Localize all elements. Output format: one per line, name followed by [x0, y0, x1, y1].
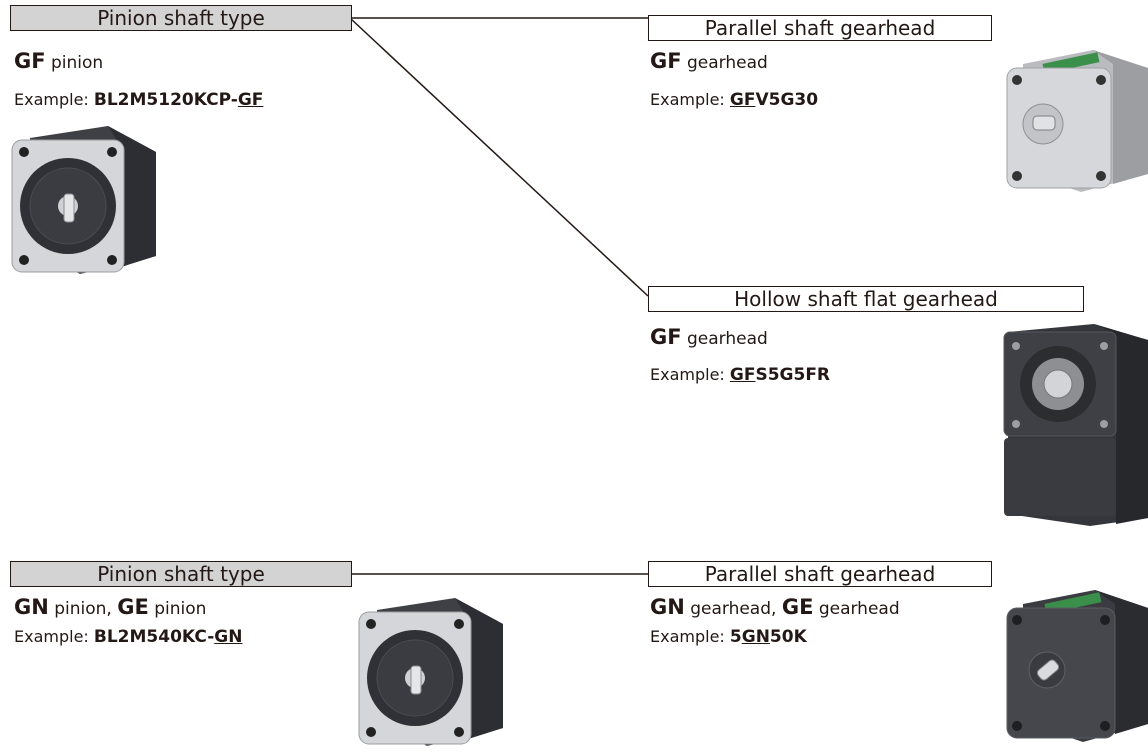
type-suffix: pinion [45, 53, 104, 73]
parallel-gearhead-gn-image [1006, 590, 1148, 742]
hollow-shaft-flat-gearhead-gf-title: Hollow shaft flat gearhead [648, 286, 1084, 312]
gearhead-example-gn: Example: 5GN50K [650, 627, 807, 647]
example-code-underlined: GN [214, 627, 243, 647]
motor-gn-image [358, 598, 503, 746]
type-code: GF [14, 49, 46, 73]
type-code-ge: GE [117, 595, 149, 619]
parallel-shaft-gearhead-gn-title: Parallel shaft gearhead [648, 561, 992, 587]
parallel-gearhead-gf-image [1006, 50, 1148, 192]
example-code-underlined: GF [729, 90, 756, 110]
example-code-pre: BL2M540KC- [93, 627, 215, 647]
example-code-underlined: GF [237, 90, 264, 110]
type-suffix: gearhead [681, 53, 768, 73]
pinion-example-gn: Example: BL2M540KC-GN [14, 627, 242, 647]
type-code-gn: GN [650, 595, 685, 619]
gearhead-type-gn-ge: GN gearhead, GE gearhead [650, 595, 900, 620]
example-code-underlined: GN [741, 627, 770, 647]
gearhead-example-gf-hollow: Example: GFS5G5FR [650, 365, 830, 385]
connector-to-hollow-gf [349, 17, 649, 297]
pinion-type-gf: GF pinion [14, 49, 104, 74]
example-code-pre: 5 [729, 627, 742, 647]
type-code-ge: GE [781, 595, 814, 619]
gearhead-type-gf-hollow: GF gearhead [650, 325, 768, 350]
example-label: Example: [650, 365, 730, 384]
type-code: GF [650, 325, 682, 349]
parallel-shaft-gearhead-gf-title: Parallel shaft gearhead [648, 15, 992, 41]
pinion-type-gn-ge: GN pinion, GE pinion [14, 595, 207, 620]
type-suffix-gn: gearhead, [684, 599, 782, 619]
pinion-example-gf: Example: BL2M5120KCP-GF [14, 90, 263, 110]
example-label: Example: [14, 90, 94, 109]
hollow-gearhead-gf-image [1003, 324, 1148, 526]
example-code-post: V5G30 [755, 90, 819, 110]
type-suffix-ge: pinion [148, 599, 207, 619]
type-suffix-gn: pinion, [48, 599, 118, 619]
example-label: Example: [14, 627, 94, 646]
type-suffix-ge: gearhead [813, 599, 900, 619]
motor-gf-image [11, 126, 156, 274]
example-code-post: S5G5FR [755, 365, 831, 385]
example-code-pre: BL2M5120KCP- [93, 90, 238, 110]
example-code-post: 50K [769, 627, 807, 647]
pinion-shaft-type-gf-title: Pinion shaft type [10, 5, 352, 31]
example-label: Example: [650, 90, 730, 109]
example-label: Example: [650, 627, 730, 646]
pinion-shaft-type-gn-title: Pinion shaft type [10, 561, 352, 587]
type-suffix: gearhead [681, 329, 768, 349]
type-code-gn: GN [14, 595, 49, 619]
example-code-underlined: GF [729, 365, 756, 385]
gearhead-type-gf-parallel: GF gearhead [650, 49, 768, 74]
type-code: GF [650, 49, 682, 73]
gearhead-example-gf-parallel: Example: GFV5G30 [650, 90, 818, 110]
